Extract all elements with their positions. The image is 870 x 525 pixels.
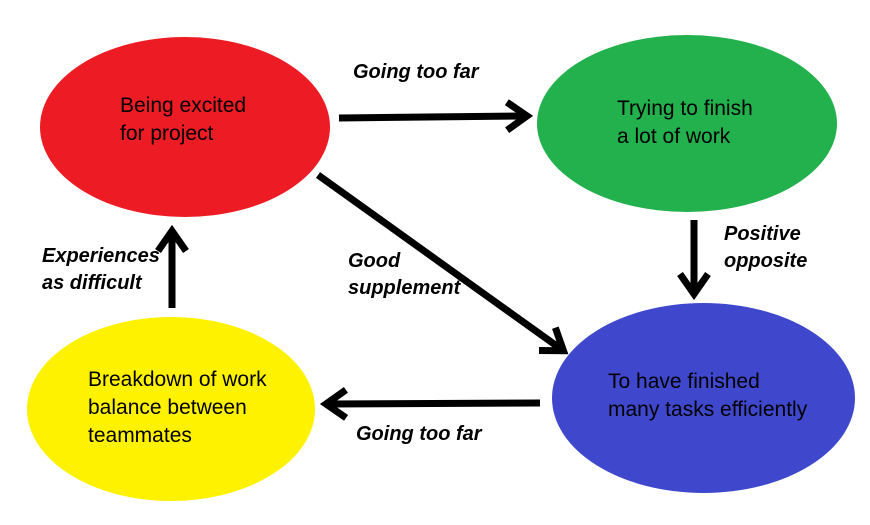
node-label-line: many tasks efficiently [608,398,808,421]
node-trying-to-finish: Trying to finish a lot of work [537,35,837,212]
arrow-finished-to-breakdown [319,387,541,421]
node-label-line: teammates [88,424,192,447]
edge-label-line: supplement [348,277,461,299]
edge-label-experiences-as-difficult: Experiences as difficult [42,243,160,297]
edge-label-line: Going too far [356,423,482,445]
edge-label-going-too-far-top: Going too far [353,59,479,86]
node-label-trying-to-finish: Trying to finish a lot of work [617,95,753,151]
node-label-line: balance between [88,396,247,419]
node-label-line: Being excited [120,94,247,117]
node-label-breakdown: Breakdown of work balance between teamma… [88,366,267,450]
edge-label-line: Going too far [353,61,479,83]
node-label-line: Breakdown of work [88,368,267,391]
node-label-line: for project [120,122,214,145]
node-being-excited-for-project: Being excited for project [40,37,330,217]
arrow-excited-to-finished [315,172,569,355]
edge-label-going-too-far-bottom: Going too far [356,421,482,448]
arrow-excited-to-trying [338,99,534,134]
node-breakdown-of-work-balance: Breakdown of work balance between teamma… [27,317,315,501]
edge-label-line: Experiences [42,245,160,267]
edge-label-positive-opposite: Positive opposite [724,221,807,275]
node-finished-many-tasks: To have finished many tasks efficiently [552,303,855,493]
node-label-line: To have finished [608,370,760,393]
edge-label-line: Positive [724,223,801,245]
edge-label-line: as difficult [42,272,142,294]
node-label-line: Trying to finish [617,97,753,120]
edge-label-line: Good [348,250,401,272]
node-label-finished-many-tasks: To have finished many tasks efficiently [608,368,807,424]
edge-label-good-supplement: Good supplement [348,248,460,302]
node-label-being-excited: Being excited for project [120,92,246,148]
edge-label-line: opposite [724,250,808,272]
node-label-line: a lot of work [617,125,731,148]
